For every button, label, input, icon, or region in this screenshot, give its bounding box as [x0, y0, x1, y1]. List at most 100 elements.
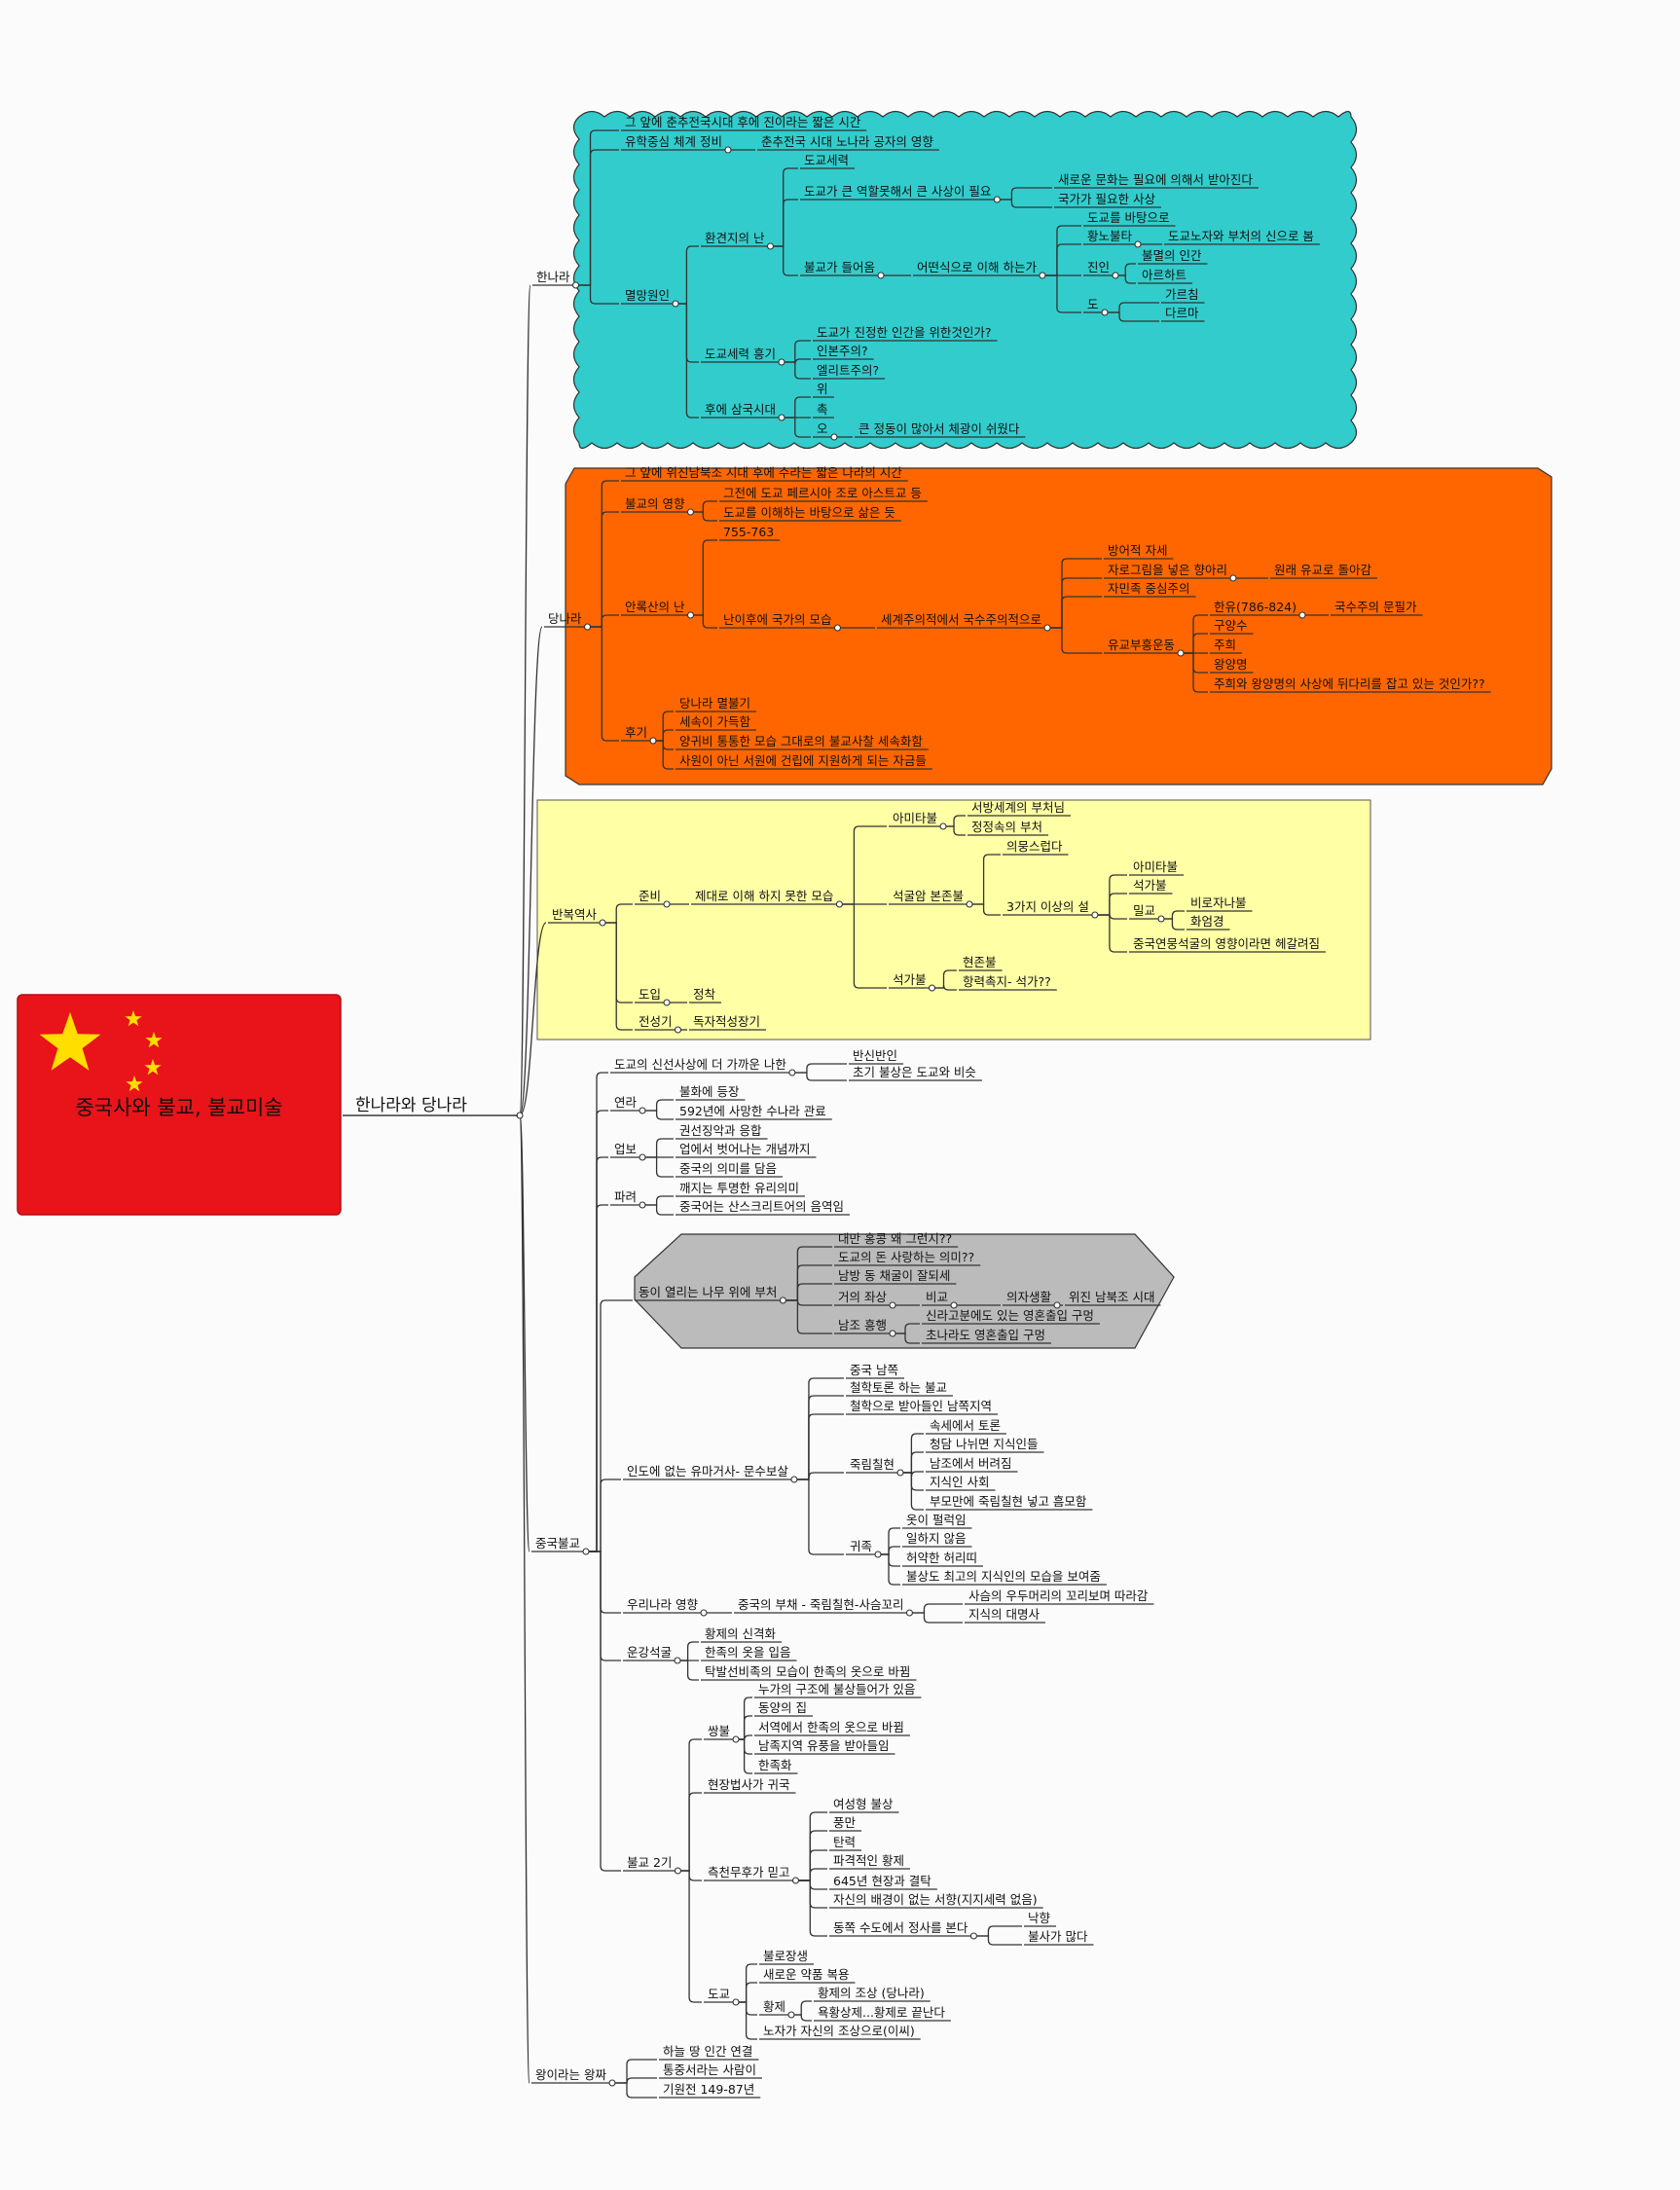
node-3-4-3[interactable]: 거의 좌상 — [834, 1290, 893, 1306]
node-0-2-0-2-0-2[interactable]: 진인 — [1083, 260, 1116, 276]
node-3-8-3-0[interactable]: 불로장생 — [759, 1949, 815, 1965]
node-3-5-2[interactable]: 철학으로 받아들인 남쪽지역 — [846, 1399, 998, 1415]
node-0-2-2-2[interactable]: 오 — [813, 421, 834, 438]
node-3-6-0-0[interactable]: 사슴의 우두머리의 꼬리보며 따라감 — [965, 1588, 1154, 1605]
node-0-2-0-2-0[interactable]: 어떤식으로 이해 하는가 — [913, 260, 1042, 276]
node-4[interactable]: 왕이라는 왕짜 — [531, 2067, 612, 2084]
node-3-8-3-2-0[interactable]: 황제의 조상 (당나라) — [814, 1986, 931, 2002]
node-0-2-0-1-1[interactable]: 국가가 필요한 사상 — [1054, 192, 1161, 208]
node-3-3-0[interactable]: 깨지는 투명한 유리의미 — [676, 1181, 805, 1197]
node-3-1[interactable]: 연라 — [610, 1095, 643, 1112]
node-1-3[interactable]: 후기 — [621, 725, 654, 742]
node-1-2-1-0[interactable]: 세계주의적에서 국수주의적으로 — [877, 612, 1047, 629]
node-2-1-0[interactable]: 정착 — [689, 987, 722, 1004]
node-1-2-1-0-0[interactable]: 방어적 자세 — [1104, 543, 1174, 560]
root-node[interactable]: 중국사와 불교, 불교미술 — [17, 994, 342, 1216]
node-3-7-1[interactable]: 한족의 옷을 입음 — [701, 1645, 797, 1661]
node-3-8-3[interactable]: 도교 — [704, 1987, 737, 2003]
node-3-5-4-0[interactable]: 옷이 펄럭임 — [902, 1513, 972, 1529]
node-3-8-2-3[interactable]: 파격적인 황제 — [829, 1853, 910, 1870]
node-2-0-0-0-0[interactable]: 서방세계의 부처님 — [968, 800, 1071, 817]
node-3-5-3-2[interactable]: 남조에서 버려짐 — [926, 1456, 1018, 1473]
node-3-2-0[interactable]: 권선징악과 응합 — [676, 1123, 768, 1140]
node-0-2-2-2-0[interactable]: 큰 정동이 많아서 체광이 쉬웠다 — [855, 421, 1026, 438]
node-1-2-1-0-3-2[interactable]: 주희 — [1210, 638, 1243, 654]
node-3-4-4-1[interactable]: 초나라도 영혼출입 구멍 — [922, 1328, 1051, 1344]
node-1-2-1[interactable]: 난이후에 국가의 모습 — [719, 612, 838, 629]
node-3-5-3-4[interactable]: 부모만에 죽림칠현 넣고 흠모함 — [926, 1494, 1093, 1511]
node-0-2-2-1[interactable]: 촉 — [813, 402, 834, 419]
node-3-8-1[interactable]: 현장법사가 귀국 — [704, 1777, 796, 1794]
main-topic[interactable]: 한나라와 당나라 — [343, 1096, 518, 1116]
node-3-4-1[interactable]: 도교의 돈 사랑하는 의미?? — [834, 1250, 981, 1266]
node-2-0-0-2-1[interactable]: 항력촉지- 석가?? — [959, 974, 1057, 991]
node-3-8-2-2[interactable]: 탄력 — [829, 1835, 862, 1851]
node-2-0-0-1-0[interactable]: 의뭉스럽다 — [1003, 839, 1069, 856]
node-3-5-4-3[interactable]: 불상도 최고의 지식인의 모습을 보여줌 — [902, 1569, 1107, 1586]
node-0-2-0-2-0-3-1[interactable]: 다르마 — [1161, 306, 1205, 322]
node-3-4-2[interactable]: 남방 동 채굴이 잘되세 — [834, 1268, 957, 1285]
node-1-3-3[interactable]: 사원이 아닌 서원에 건립에 지원하게 되는 자금들 — [676, 753, 932, 770]
node-3-7[interactable]: 운강석굴 — [623, 1645, 678, 1661]
node-3-1-1[interactable]: 592년에 사망한 수나라 관료 — [676, 1104, 832, 1120]
node-1-3-1[interactable]: 세속이 가득함 — [676, 714, 756, 731]
node-2-0-0-1-1[interactable]: 3가지 이상의 설 — [1003, 899, 1095, 916]
node-3-5-4-2[interactable]: 허약한 허리띠 — [902, 1551, 983, 1567]
node-3-5-4[interactable]: 귀족 — [846, 1539, 879, 1555]
node-3-8-2[interactable]: 측천무후가 믿고 — [704, 1865, 796, 1881]
node-2-0-0-1-1-3[interactable]: 중국연뭉석굴의 영향이라면 헤갈려짐 — [1129, 936, 1326, 953]
node-0-2-0-2-0-0[interactable]: 도교를 바탕으로 — [1083, 210, 1176, 227]
node-3-3[interactable]: 파려 — [610, 1189, 643, 1206]
node-1-1-0[interactable]: 그전에 도교 페르시아 조로 아스트교 등 — [719, 486, 928, 502]
node-1-2-1-0-3-4[interactable]: 주희와 왕양명의 사상에 뒤다리를 잡고 있는 것인가?? — [1210, 676, 1491, 693]
node-3-3-1[interactable]: 중국어는 산스크리트어의 음역임 — [676, 1199, 850, 1216]
node-3-8-3-3[interactable]: 노자가 자신의 조상으로(이씨) — [759, 2024, 921, 2040]
node-3-4-0[interactable]: 대만 홍콩 왜 그런지?? — [834, 1231, 959, 1248]
node-3-2[interactable]: 업보 — [610, 1142, 643, 1158]
node-0-2-0-2-0-1-0[interactable]: 도교노자와 부처의 신으로 봄 — [1164, 229, 1320, 245]
node-3-0[interactable]: 도교의 신선사상에 더 가까운 나한 — [610, 1057, 792, 1074]
node-3-2-2[interactable]: 중국의 의미를 담음 — [676, 1161, 783, 1178]
node-4-2[interactable]: 기원전 149-87년 — [659, 2082, 761, 2099]
node-3-4-3-0-0[interactable]: 의자생활 — [1003, 1290, 1058, 1306]
node-1-2-1-0-1-0[interactable]: 원래 유교로 돌아감 — [1270, 563, 1377, 579]
node-3-0-0[interactable]: 반신반인 — [849, 1048, 904, 1065]
node-0-2-2-0[interactable]: 위 — [813, 382, 834, 398]
node-2-2-0[interactable]: 독자적성장기 — [689, 1014, 767, 1031]
node-0-2-0[interactable]: 환견지의 난 — [701, 231, 771, 247]
node-3-1-0[interactable]: 불화에 등장 — [676, 1084, 746, 1101]
node-3-6[interactable]: 우리나라 영향 — [623, 1597, 704, 1614]
node-2-0-0-1-1-1[interactable]: 석가불 — [1129, 878, 1173, 894]
node-2-0-0-1-1-2-0[interactable]: 비로자나불 — [1187, 895, 1253, 912]
node-3-8[interactable]: 불교 2기 — [623, 1855, 678, 1872]
node-0-1[interactable]: 유학중심 체계 정비 — [621, 134, 728, 151]
node-3-8-2-0[interactable]: 여성형 불상 — [829, 1797, 899, 1813]
node-3-4[interactable]: 동이 열리는 나무 위에 부처 — [635, 1285, 784, 1301]
node-3-8-0-3[interactable]: 남족지역 유풍을 받아들임 — [754, 1738, 895, 1755]
node-3-5[interactable]: 인도에 없는 유마거사- 문수보살 — [623, 1464, 794, 1480]
node-1[interactable]: 당나라 — [544, 611, 588, 628]
node-3-6-0[interactable]: 중국의 부채 - 죽림칠현-사슴꼬리 — [734, 1597, 910, 1614]
node-3-5-3-0[interactable]: 속세에서 토론 — [926, 1418, 1006, 1435]
node-2-0-0-1[interactable]: 석굴암 본존불 — [889, 889, 969, 905]
node-3-7-0[interactable]: 황제의 신격화 — [701, 1626, 782, 1643]
node-3-4-3-0[interactable]: 비교 — [922, 1290, 955, 1306]
node-0-2-0-2-0-1[interactable]: 황노불타 — [1083, 229, 1139, 245]
node-2-0[interactable]: 준비 — [635, 889, 668, 905]
node-1-2-1-0-1[interactable]: 자로그림을 넣은 향아리 — [1104, 563, 1233, 579]
node-3-8-2-1[interactable]: 풍만 — [829, 1815, 862, 1832]
node-2-0-0-0[interactable]: 아미타불 — [889, 811, 944, 827]
node-0-2-0-2-0-3-0[interactable]: 가르침 — [1161, 287, 1205, 304]
node-3-8-0-2[interactable]: 서역에서 한족의 옷으로 바뀜 — [754, 1720, 910, 1736]
node-1-2-1-0-2[interactable]: 자민족 중심주의 — [1104, 581, 1196, 598]
node-2-1[interactable]: 도입 — [635, 987, 668, 1004]
node-0-2-0-2-0-2-0[interactable]: 불멸의 인간 — [1138, 248, 1208, 265]
node-0-2-0-1[interactable]: 도교가 큰 역할못해서 큰 사상이 필요 — [800, 184, 998, 201]
node-3-4-4[interactable]: 남조 흥행 — [834, 1318, 893, 1334]
node-1-2-1-0-3[interactable]: 유교부흥운동 — [1104, 638, 1182, 654]
node-3-8-2-6-1[interactable]: 불사가 많다 — [1024, 1929, 1094, 1946]
node-0[interactable]: 한나라 — [532, 270, 576, 286]
node-3-8-3-1[interactable]: 새로운 약품 복용 — [759, 1967, 856, 1984]
node-3-8-2-5[interactable]: 자신의 배경이 없는 서향(지지세력 없음) — [829, 1892, 1043, 1909]
node-3-8-2-4[interactable]: 645년 현장과 결탁 — [829, 1874, 937, 1890]
